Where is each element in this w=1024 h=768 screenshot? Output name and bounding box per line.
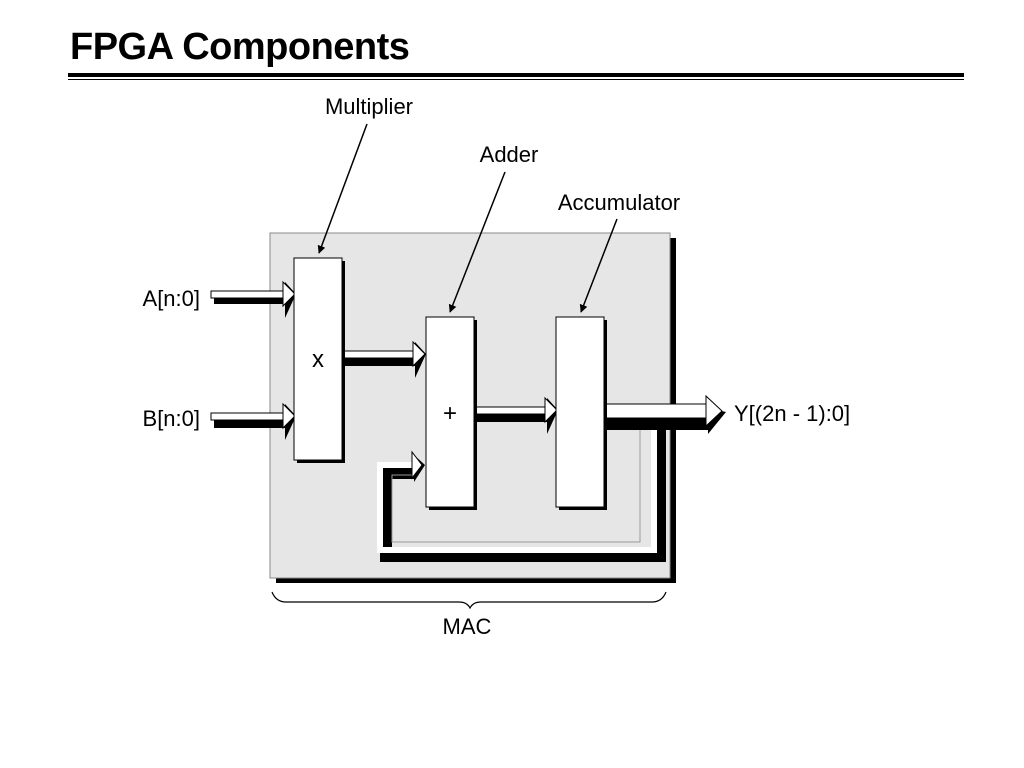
output-y-arrow [603, 394, 726, 434]
input-a-arrow [210, 280, 296, 318]
mac-label: MAC [443, 614, 492, 639]
input-b-arrow [210, 402, 296, 440]
adder-label: Adder [480, 142, 539, 167]
adder-symbol: + [443, 400, 457, 427]
multiplier-block: x [293, 257, 345, 463]
adder-pointer [448, 171, 506, 313]
multiplier-label: Multiplier [325, 94, 413, 119]
input-b-label: B[n:0] [143, 406, 200, 431]
output-y-label: Y[(2n - 1):0] [734, 401, 850, 426]
accumulator-label: Accumulator [558, 190, 680, 215]
slide-title: FPGA Components [70, 26, 410, 68]
accumulator-block [555, 316, 607, 510]
feedback-path [377, 415, 666, 562]
title-underline-thick [68, 73, 964, 77]
title-underline-thin [68, 79, 964, 80]
adder-to-accumulator-arrow [471, 396, 558, 434]
mac-brace [271, 591, 667, 610]
multiplier-symbol: x [312, 346, 324, 373]
adder-block: + [425, 316, 477, 510]
input-a-label: A[n:0] [143, 286, 200, 311]
accumulator-pointer [579, 218, 618, 313]
multiplier-pointer [317, 123, 368, 254]
